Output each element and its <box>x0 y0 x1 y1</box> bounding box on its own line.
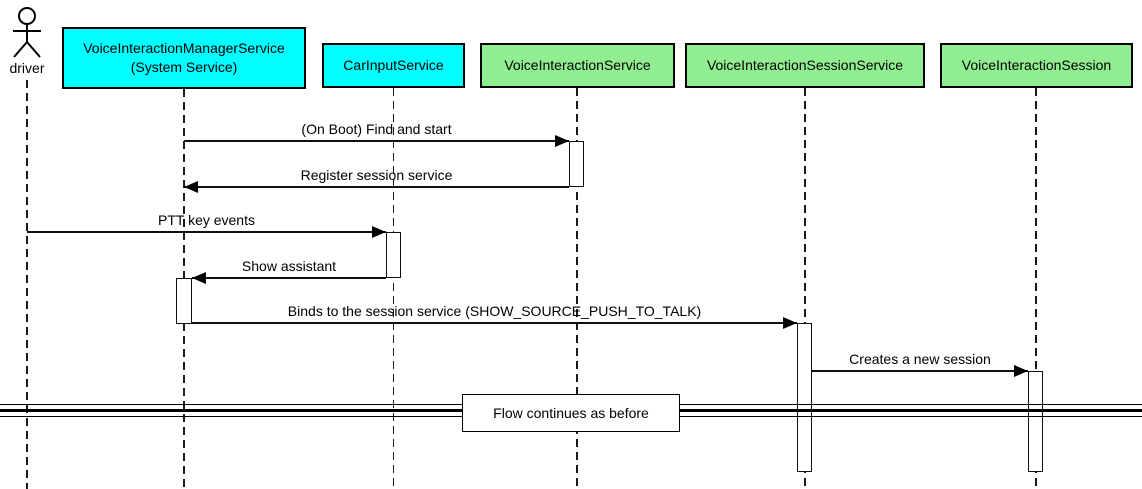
message-line-creates-new-session <box>812 370 1028 372</box>
message-label-creates-new-session: Creates a new session <box>849 351 991 367</box>
participant-name: CarInputService <box>343 57 444 73</box>
activation-voiceinteractionsessionservice <box>797 323 812 472</box>
participant-voiceinteractionservice: VoiceInteractionService <box>480 43 675 88</box>
arrowhead-right-icon <box>783 317 797 329</box>
lifeline-carinputservice <box>392 88 395 489</box>
activation-voiceinteractionmanagerservice <box>176 278 192 324</box>
message-line-register-session-service <box>184 186 569 188</box>
actor-icon <box>13 7 41 58</box>
participant-carinputservice: CarInputService <box>322 43 465 88</box>
message-line-find-and-start <box>184 140 569 142</box>
actor-label: driver <box>9 60 45 76</box>
message-label-register-session-service: Register session service <box>300 167 453 183</box>
message-label-binds-to-session-service: Binds to the session service (SHOW_SOURC… <box>287 303 702 319</box>
activation-carinputservice <box>386 232 401 278</box>
participant-subtitle: (System Service) <box>130 59 238 75</box>
lifeline-driver <box>26 80 28 489</box>
divider-label: Flow continues as before <box>493 405 649 421</box>
message-line-ptt-key-events <box>27 231 386 233</box>
message-line-binds-to-session-service <box>192 322 797 324</box>
arrowhead-right-icon <box>1014 365 1028 377</box>
arrowhead-left-icon <box>192 272 206 284</box>
message-label-find-and-start: (On Boot) Find and start <box>301 121 452 137</box>
arrowhead-right-icon <box>555 135 569 147</box>
participant-name: VoiceInteractionService <box>504 57 651 73</box>
arrowhead-left-icon <box>184 181 198 193</box>
participant-name: VoiceInteractionSessionService <box>706 57 904 73</box>
activation-voiceinteractionsession <box>1028 371 1043 472</box>
arrowhead-right-icon <box>372 226 386 238</box>
message-label-show-assistant: Show assistant <box>241 258 337 274</box>
lifeline-voiceinteractionsession <box>1035 88 1037 489</box>
participant-name: VoiceInteractionSession <box>961 57 1112 73</box>
divider-label-box: Flow continues as before <box>462 394 680 432</box>
message-line-show-assistant <box>192 277 386 279</box>
lifeline-voiceinteractionsessionservice <box>804 88 806 489</box>
participant-voiceinteractionsessionservice: VoiceInteractionSessionService <box>685 43 925 88</box>
message-label-ptt-key-events: PTT key events <box>157 212 255 228</box>
participant-name: VoiceInteractionManagerService <box>83 40 285 56</box>
activation-voiceinteractionservice <box>569 141 584 187</box>
participant-voiceinteractionmanagerservice: VoiceInteractionManagerService (System S… <box>62 27 306 89</box>
participant-voiceinteractionsession: VoiceInteractionSession <box>940 43 1133 88</box>
lifeline-voiceinteractionservice <box>576 88 578 489</box>
